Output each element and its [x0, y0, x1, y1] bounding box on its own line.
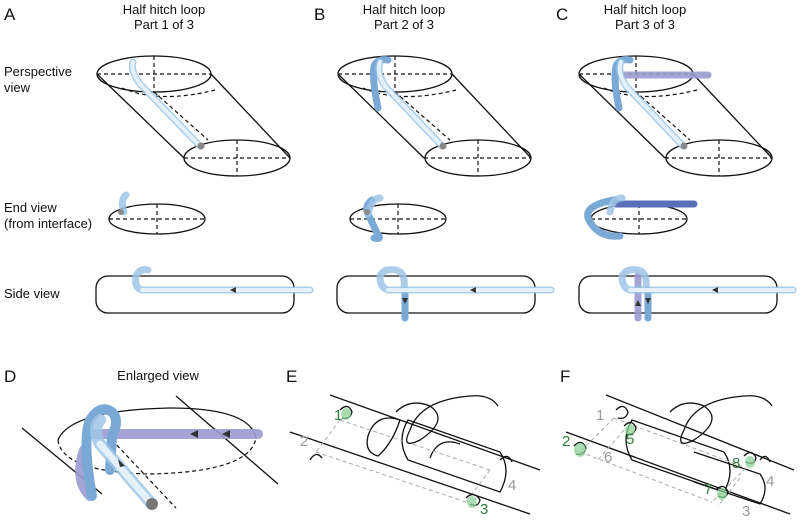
panel-e-diagram	[289, 394, 541, 515]
side-view-a	[95, 266, 314, 314]
end-view-b	[349, 194, 447, 243]
panel-e-number: 2	[300, 433, 308, 450]
panel-f-number: 1	[596, 407, 604, 424]
end-view-a	[108, 191, 206, 235]
panel-letter-f: F	[560, 367, 570, 386]
panel-e-number: 3	[480, 501, 488, 518]
panel-f-number: 7	[704, 481, 712, 498]
panel-letter-d: D	[4, 367, 16, 386]
panel-c-title-line2: Part 3 of 3	[615, 17, 675, 32]
perspective-cylinder-c	[578, 55, 773, 177]
side-view-c	[578, 266, 797, 322]
panel-b-title-line2: Part 2 of 3	[374, 17, 434, 32]
end-view-c	[584, 194, 698, 240]
side-view-b	[336, 266, 555, 322]
row-label-perspective-1: Perspective	[4, 64, 72, 79]
perspective-cylinder-b	[337, 55, 532, 177]
panel-f-number: 3	[742, 503, 750, 520]
panel-letter-c: C	[556, 5, 568, 24]
panel-f-number: 2	[562, 433, 570, 450]
panel-letter-b: B	[314, 5, 325, 24]
panel-b-title-line1: Half hitch loop	[363, 2, 445, 17]
panel-f-diagram	[565, 394, 795, 515]
row-label-end-1: End view	[4, 200, 57, 215]
row-label-end-2: (from interface)	[4, 216, 92, 231]
panel-a-title-line2: Part 1 of 3	[134, 17, 194, 32]
row-label-perspective-2: view	[4, 80, 31, 95]
panel-a-title-line1: Half hitch loop	[123, 2, 205, 17]
panel-e-number: 4	[508, 477, 516, 494]
row-label-side: Side view	[4, 286, 60, 301]
panel-f-number: 5	[626, 431, 634, 448]
panel-e-number: 1	[334, 407, 342, 424]
panel-d-title: Enlarged view	[117, 368, 199, 383]
panel-c-title-line1: Half hitch loop	[604, 2, 686, 17]
enlarged-view-diagram	[21, 395, 279, 510]
panel-f-number: 8	[732, 455, 740, 472]
panel-letter-a: A	[4, 5, 16, 24]
perspective-cylinder-a	[96, 55, 291, 177]
panel-f-number: 6	[604, 449, 612, 466]
panel-letter-e: E	[286, 367, 297, 386]
panel-f-number: 4	[766, 473, 774, 490]
